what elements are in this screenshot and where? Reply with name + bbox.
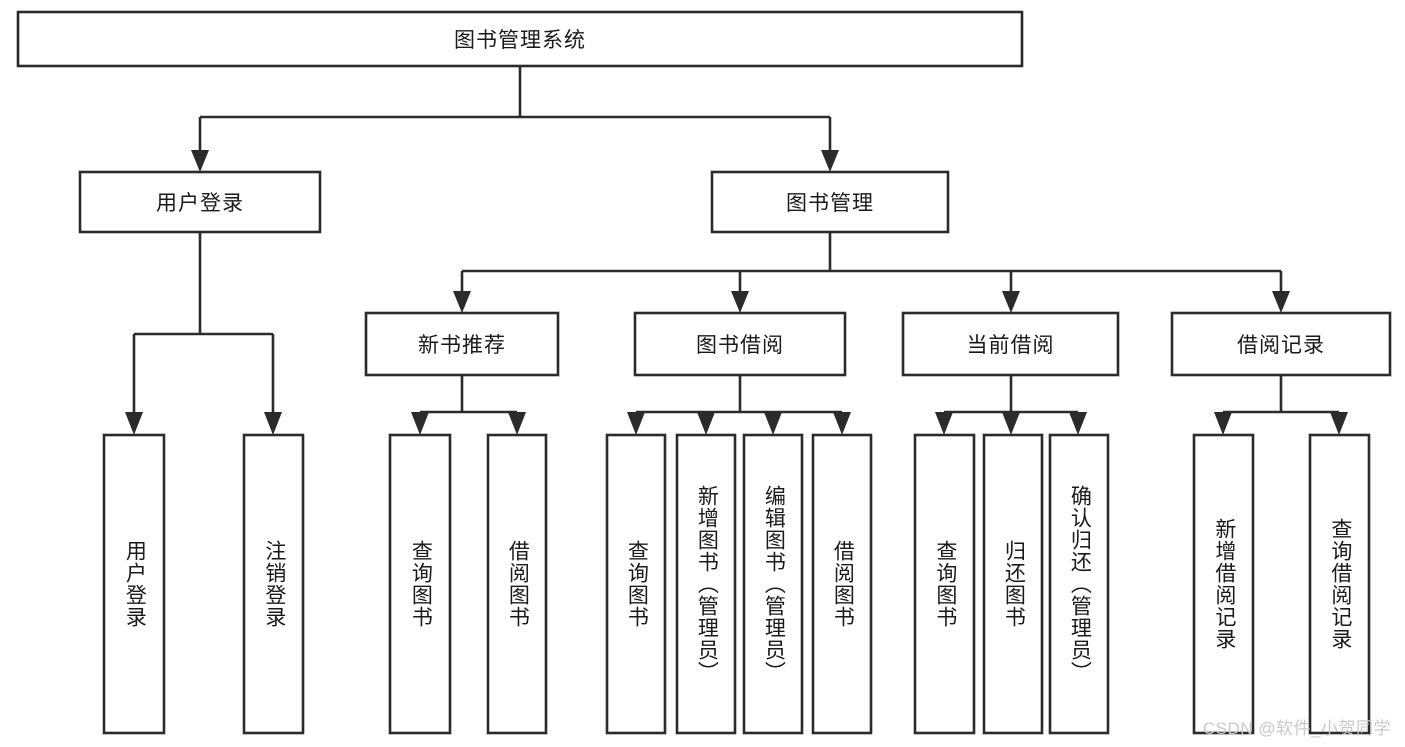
node-label-leaf-return-book: 归还图书	[1002, 540, 1026, 628]
node-label-leaf-add-book: 新增图书（管理员）	[695, 485, 719, 683]
arrow-head-icon	[935, 412, 953, 435]
node-box-leaf-logout[interactable]	[242, 433, 305, 735]
connector-bookmanage-to-level3	[453, 232, 1290, 313]
node-box-leaf-borrow-book-2[interactable]	[811, 433, 873, 735]
watermark-text: CSDN @软件_小贺同学	[1202, 719, 1391, 738]
arrow-head-icon	[697, 412, 715, 435]
arrow-head-icon	[1272, 291, 1290, 313]
node-label-leaf-add-record: 新增借阅记录	[1212, 518, 1236, 650]
node-box-book-borrow[interactable]	[633, 311, 847, 377]
node-label-root: 图书管理系统	[454, 29, 586, 52]
connector-root-to-level2	[191, 66, 839, 172]
arrow-head-icon	[1330, 412, 1348, 435]
node-label-book-borrow: 图书借阅	[696, 334, 784, 357]
node-label-leaf-borrow-book-1: 借阅图书	[506, 540, 530, 628]
arrow-head-icon	[821, 150, 839, 172]
arrow-head-icon	[1002, 412, 1020, 435]
node-label-leaf-query-book-3: 查询图书	[933, 540, 957, 628]
node-label-borrow-record: 借阅记录	[1237, 334, 1325, 357]
node-box-leaf-add-record[interactable]	[1192, 433, 1255, 735]
node-box-new-book-recommend[interactable]	[364, 311, 560, 377]
node-label-user-login: 用户登录	[156, 192, 244, 215]
arrow-head-icon	[453, 291, 471, 313]
arrow-head-icon	[833, 412, 851, 435]
node-box-leaf-query-book-2[interactable]	[605, 433, 667, 735]
node-label-leaf-query-book-2: 查询图书	[625, 540, 649, 628]
node-box-leaf-query-record[interactable]	[1308, 433, 1371, 735]
node-box-current-borrow[interactable]	[901, 311, 1120, 377]
node-box-leaf-confirm-return[interactable]	[1048, 433, 1110, 735]
arrow-head-icon	[125, 412, 143, 435]
node-label-new-book-recommend: 新书推荐	[418, 334, 506, 357]
arrow-head-icon	[191, 150, 209, 172]
node-box-leaf-query-book-1[interactable]	[388, 433, 452, 735]
node-label-leaf-logout: 注销登录	[262, 540, 286, 628]
arrow-head-icon	[1214, 412, 1232, 435]
node-box-leaf-query-book-3[interactable]	[913, 433, 976, 735]
connector-bookborrow-to-leaves	[627, 375, 851, 435]
arrow-head-icon	[508, 412, 526, 435]
node-label-leaf-borrow-book-2: 借阅图书	[831, 540, 855, 628]
node-box-leaf-borrow-book-1[interactable]	[486, 433, 548, 735]
node-box-leaf-edit-book[interactable]	[742, 433, 804, 735]
node-box-root[interactable]	[16, 10, 1024, 68]
node-label-leaf-query-record: 查询借阅记录	[1328, 518, 1352, 650]
node-box-borrow-record[interactable]	[1170, 311, 1392, 377]
node-label-leaf-confirm-return: 确认归还（管理员）	[1068, 485, 1092, 683]
node-label-leaf-user-login: 用户登录	[123, 540, 147, 628]
arrow-head-icon	[627, 412, 645, 435]
node-box-user-login[interactable]	[78, 170, 322, 234]
connector-currentborrow-to-leaves	[935, 375, 1087, 435]
arrow-head-icon	[264, 412, 282, 435]
arrow-head-icon	[731, 291, 749, 313]
node-label-leaf-edit-book: 编辑图书（管理员）	[762, 485, 786, 683]
node-box-leaf-user-login[interactable]	[102, 433, 166, 735]
connector-borrowrecord-to-leaves	[1214, 375, 1348, 435]
node-box-leaf-add-book[interactable]	[675, 433, 737, 735]
connector-userlogin-to-leaves	[125, 232, 282, 435]
arrow-head-icon	[411, 412, 429, 435]
arrow-head-icon	[1069, 412, 1087, 435]
arrow-head-icon	[764, 412, 782, 435]
node-label-current-borrow: 当前借阅	[966, 334, 1055, 357]
node-label-leaf-query-book-1: 查询图书	[409, 540, 433, 628]
arrow-head-icon	[1002, 291, 1020, 313]
node-label-book-manage: 图书管理	[786, 192, 874, 215]
node-box-leaf-return-book[interactable]	[982, 433, 1044, 735]
connector-newbook-to-leaves	[411, 375, 526, 435]
node-box-book-manage[interactable]	[710, 170, 950, 234]
